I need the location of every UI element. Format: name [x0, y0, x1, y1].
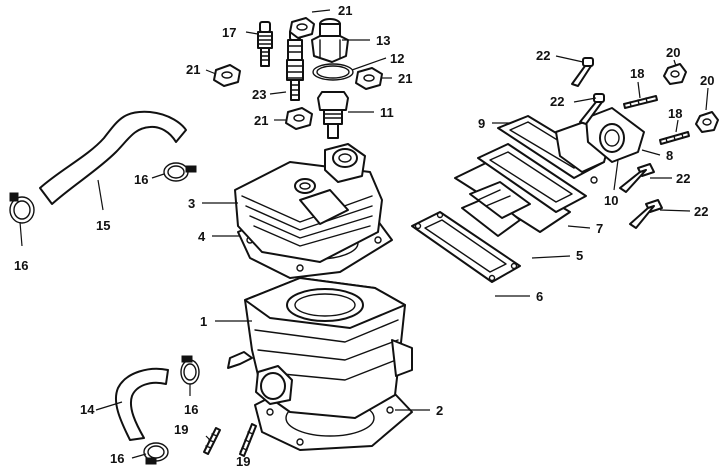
nut-20-lower [695, 111, 719, 133]
callout-3: 3 [188, 196, 195, 211]
callout-22-lower: 22 [694, 204, 708, 219]
cylinder-head [234, 143, 383, 263]
stud-19-b [239, 423, 257, 457]
o-ring-12 [312, 63, 354, 81]
spark-plug-17 [257, 21, 273, 67]
callout-14: 14 [80, 402, 95, 417]
sensor-cap-13 [311, 18, 349, 63]
callout-9: 9 [478, 116, 485, 131]
callout-21-left: 21 [186, 62, 200, 77]
callout-labels: 1 2 3 4 5 6 7 8 9 10 11 12 13 14 15 16 1… [14, 3, 714, 468]
callout-2: 2 [436, 403, 443, 418]
nut-20-upper [663, 63, 687, 85]
callout-23: 23 [252, 87, 266, 102]
callout-5: 5 [576, 248, 583, 263]
callout-4: 4 [198, 229, 206, 244]
callout-17: 17 [222, 25, 236, 40]
spark-plug-23 [286, 29, 304, 101]
hose-clamp-16-upper [163, 162, 197, 182]
callout-16-bottom: 16 [110, 451, 124, 466]
callout-6: 6 [536, 289, 543, 304]
callout-21-top: 21 [338, 3, 352, 18]
callout-18-lower: 18 [668, 106, 682, 121]
carb-joint-8 [585, 107, 645, 163]
stud-19-a [203, 427, 221, 455]
stud-18-lower [659, 131, 690, 145]
callout-18-upper: 18 [630, 66, 644, 81]
hose-clamp-16-left [9, 192, 35, 224]
callout-21-lower: 21 [254, 113, 268, 128]
callout-15: 15 [96, 218, 110, 233]
nut-21-lower [285, 107, 313, 130]
callout-10: 10 [604, 193, 618, 208]
callout-16-lower: 16 [184, 402, 198, 417]
reed-valve-5 [454, 161, 571, 237]
cylinder [227, 277, 413, 419]
bolt-22-right [619, 163, 655, 193]
callout-12: 12 [390, 51, 404, 66]
bolt-22-lower [629, 199, 663, 229]
callout-20-lower: 20 [700, 73, 714, 88]
callout-22-top: 22 [536, 48, 550, 63]
callout-22-right: 22 [676, 171, 690, 186]
callout-11: 11 [380, 105, 394, 120]
callout-8: 8 [666, 148, 673, 163]
callout-7: 7 [596, 221, 603, 236]
coolant-hose-15 [39, 110, 187, 205]
hose-clamp-16-lower-right [180, 355, 200, 385]
temp-sensor-11 [317, 91, 349, 139]
callout-22-mid: 22 [550, 94, 564, 109]
lower-hose-14 [114, 367, 169, 441]
reed-gasket-7 [477, 143, 587, 213]
nut-21-right [355, 67, 383, 90]
callout-16-left: 16 [14, 258, 28, 273]
callout-19-a: 19 [174, 422, 188, 437]
callout-19-b: 19 [236, 454, 250, 468]
nut-21-top [289, 17, 315, 39]
stud-18-upper [623, 95, 658, 109]
nut-21-left [213, 64, 241, 87]
callout-20-upper: 20 [666, 45, 680, 60]
reed-gasket-6 [411, 211, 521, 283]
leader-lines [19, 9, 709, 459]
callout-13: 13 [376, 33, 390, 48]
callout-1: 1 [200, 314, 207, 329]
callout-21-right: 21 [398, 71, 412, 86]
callout-16-upper: 16 [134, 172, 148, 187]
hose-clamp-16-bottom [143, 442, 169, 465]
